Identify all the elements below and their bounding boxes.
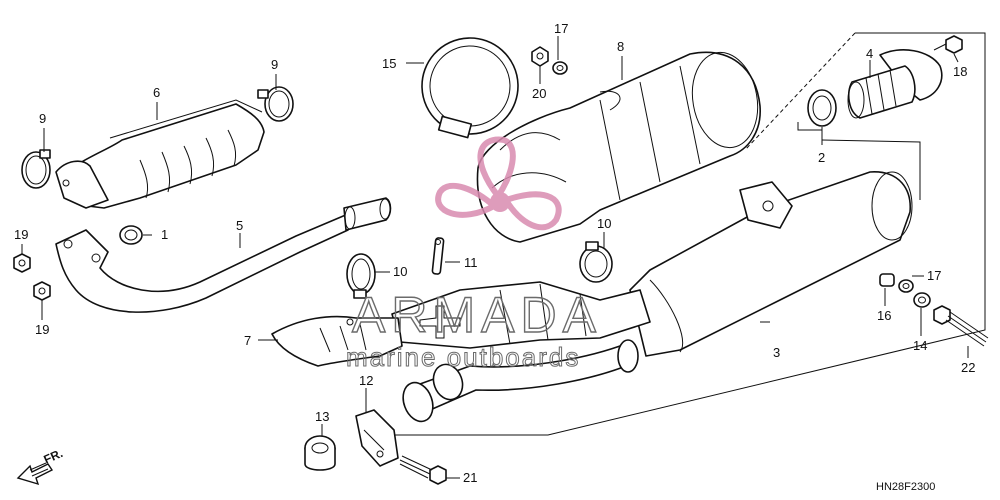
washer-part-14[interactable] bbox=[913, 292, 931, 308]
callout-6: 6 bbox=[153, 85, 160, 100]
bolt-part-21[interactable] bbox=[399, 455, 447, 485]
watermark-logo-icon bbox=[435, 136, 562, 231]
exhaust-pipe-part-5[interactable] bbox=[55, 197, 392, 313]
direction-label: FR. bbox=[42, 446, 65, 467]
callout-14: 14 bbox=[913, 338, 927, 353]
front-direction-arrow-icon: FR. bbox=[16, 446, 65, 486]
callout-22: 22 bbox=[961, 360, 975, 375]
bolt-part-22[interactable] bbox=[933, 305, 989, 347]
callout-20: 20 bbox=[532, 86, 546, 101]
flange-nut-part-19-lower[interactable] bbox=[33, 281, 51, 301]
collar-part-16[interactable] bbox=[879, 273, 895, 287]
heat-shield-band-part-15[interactable] bbox=[408, 24, 531, 147]
callout-12: 12 bbox=[359, 373, 373, 388]
rubber-mount-part-13[interactable] bbox=[304, 435, 336, 471]
callout-15: 15 bbox=[382, 56, 396, 71]
callout-2: 2 bbox=[818, 150, 825, 165]
exhaust-protector-part-7[interactable] bbox=[271, 315, 403, 367]
callout-9-left: 9 bbox=[39, 111, 46, 126]
clip-part-11[interactable] bbox=[431, 237, 445, 275]
callout-17-upper: 17 bbox=[554, 21, 568, 36]
exhaust-gasket-part-1[interactable] bbox=[119, 225, 143, 245]
callout-numbers: 1 2 3 4 5 6 7 8 9 9 10 10 11 12 13 14 15… bbox=[14, 21, 975, 485]
callout-18: 18 bbox=[953, 64, 967, 79]
callout-19-lower: 19 bbox=[35, 322, 49, 337]
muffler-inlet-pipe[interactable] bbox=[398, 339, 639, 426]
callout-17-lower: 17 bbox=[927, 268, 941, 283]
spark-arrester-part-4[interactable] bbox=[847, 49, 943, 119]
callout-16: 16 bbox=[877, 308, 891, 323]
bracket-part-12[interactable] bbox=[355, 409, 399, 467]
band-clamp-part-10-left[interactable] bbox=[346, 253, 376, 299]
band-clamp-part-9-left[interactable] bbox=[21, 149, 51, 189]
callout-21: 21 bbox=[463, 470, 477, 485]
bolt-part-18[interactable] bbox=[933, 35, 963, 54]
callout-4: 4 bbox=[866, 46, 873, 61]
callout-10-right: 10 bbox=[597, 216, 611, 231]
callout-3: 3 bbox=[773, 345, 780, 360]
muffler-part-3[interactable] bbox=[629, 171, 913, 357]
leader-lines bbox=[21, 36, 969, 479]
callout-13: 13 bbox=[315, 409, 329, 424]
assembly-frame bbox=[390, 32, 986, 436]
band-clamp-part-10-right[interactable] bbox=[579, 241, 613, 283]
washer-part-17-upper[interactable] bbox=[552, 61, 568, 75]
callout-7: 7 bbox=[244, 333, 251, 348]
nut-part-20[interactable] bbox=[531, 46, 549, 67]
catalytic-section[interactable] bbox=[391, 281, 651, 349]
muffler-protector-part-8[interactable] bbox=[476, 47, 764, 243]
heat-protector-part-6[interactable] bbox=[55, 99, 265, 209]
callout-5: 5 bbox=[236, 218, 243, 233]
callout-19-upper: 19 bbox=[14, 227, 28, 242]
band-clamp-part-9-right[interactable] bbox=[257, 86, 294, 122]
callout-8: 8 bbox=[617, 39, 624, 54]
callout-11: 11 bbox=[464, 255, 478, 270]
flange-nut-part-19-upper[interactable] bbox=[13, 253, 31, 273]
drawing-code: HN28F2300 bbox=[876, 481, 935, 493]
watermark-tagline: marine outboards bbox=[346, 342, 580, 372]
watermark-brand: ARMADA bbox=[352, 287, 602, 343]
gasket-part-2[interactable] bbox=[807, 89, 837, 127]
callout-1: 1 bbox=[161, 227, 168, 242]
callout-9-right: 9 bbox=[271, 57, 278, 72]
callout-10-left: 10 bbox=[393, 264, 407, 279]
washer-part-17-lower[interactable] bbox=[898, 279, 914, 293]
